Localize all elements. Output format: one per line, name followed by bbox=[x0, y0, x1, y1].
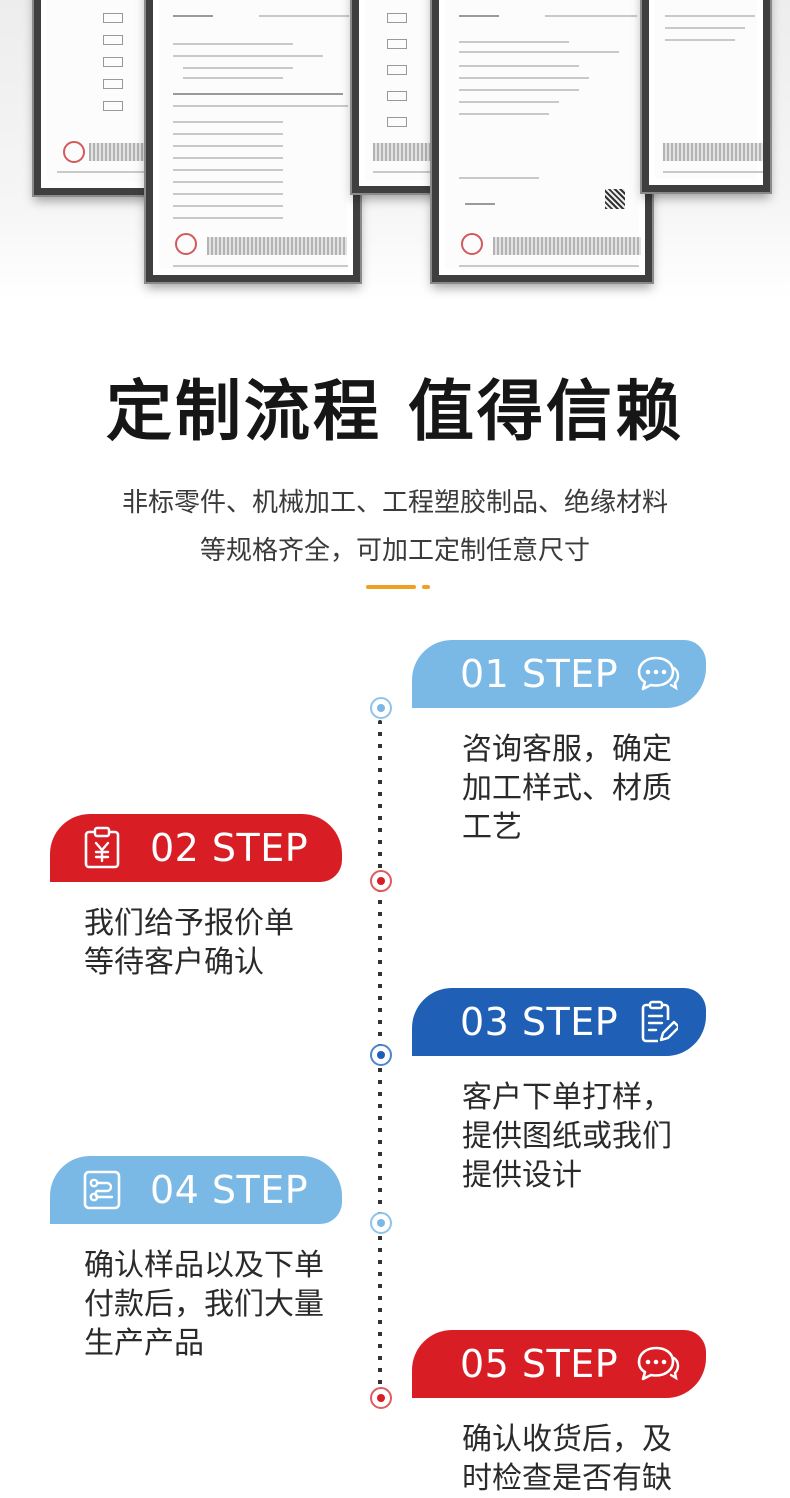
step-04-description: 确认样品以及下单 付款后，我们大量 生产产品 bbox=[84, 1248, 324, 1361]
step-04-banner: 04 STEP bbox=[50, 1156, 342, 1224]
accent-divider bbox=[366, 585, 416, 589]
step-label: 01 STEP bbox=[460, 652, 619, 696]
page-title: 定制流程 值得信赖 bbox=[106, 373, 684, 450]
step-01-description: 咨询客服，确定 加工样式、材质 工艺 bbox=[462, 732, 672, 845]
timeline-node bbox=[370, 1044, 392, 1066]
certificate-frame bbox=[146, 0, 360, 282]
timeline-node bbox=[370, 870, 392, 892]
certificate-frame bbox=[642, 0, 770, 192]
subtitle-line: 非标零件、机械加工、工程塑胶制品、绝缘材料 bbox=[121, 488, 668, 518]
quote-clipboard-icon bbox=[80, 826, 124, 870]
chat-bubble-icon bbox=[636, 1342, 680, 1386]
production-flow-icon bbox=[80, 1168, 124, 1212]
step-label: 05 STEP bbox=[460, 1342, 619, 1386]
certificate-frame bbox=[432, 0, 652, 282]
step-01-banner: 01 STEP bbox=[412, 640, 706, 708]
step-03-description: 客户下单打样， 提供图纸或我们 提供设计 bbox=[462, 1080, 672, 1193]
timeline-node bbox=[370, 1212, 392, 1234]
certificate-frame bbox=[352, 0, 446, 193]
step-label: 03 STEP bbox=[460, 1000, 619, 1044]
chat-bubble-icon bbox=[636, 652, 680, 696]
subtitle-line: 等规格齐全，可加工定制任意尺寸 bbox=[199, 536, 590, 566]
certificate-frame bbox=[34, 0, 156, 195]
accent-divider bbox=[422, 585, 430, 589]
step-03-banner: 03 STEP bbox=[412, 988, 706, 1056]
timeline-node bbox=[370, 697, 392, 719]
step-label: 04 STEP bbox=[150, 1168, 309, 1212]
certificate-gallery bbox=[0, 0, 790, 300]
step-label: 02 STEP bbox=[150, 826, 309, 870]
step-02-description: 我们给予报价单 等待客户确认 bbox=[84, 906, 294, 980]
step-05-description: 确认收货后，及 时检查是否有缺 bbox=[462, 1422, 672, 1496]
step-02-banner: 02 STEP bbox=[50, 814, 342, 882]
order-document-icon bbox=[636, 1000, 680, 1044]
timeline-node bbox=[370, 1387, 392, 1409]
step-05-banner: 05 STEP bbox=[412, 1330, 706, 1398]
